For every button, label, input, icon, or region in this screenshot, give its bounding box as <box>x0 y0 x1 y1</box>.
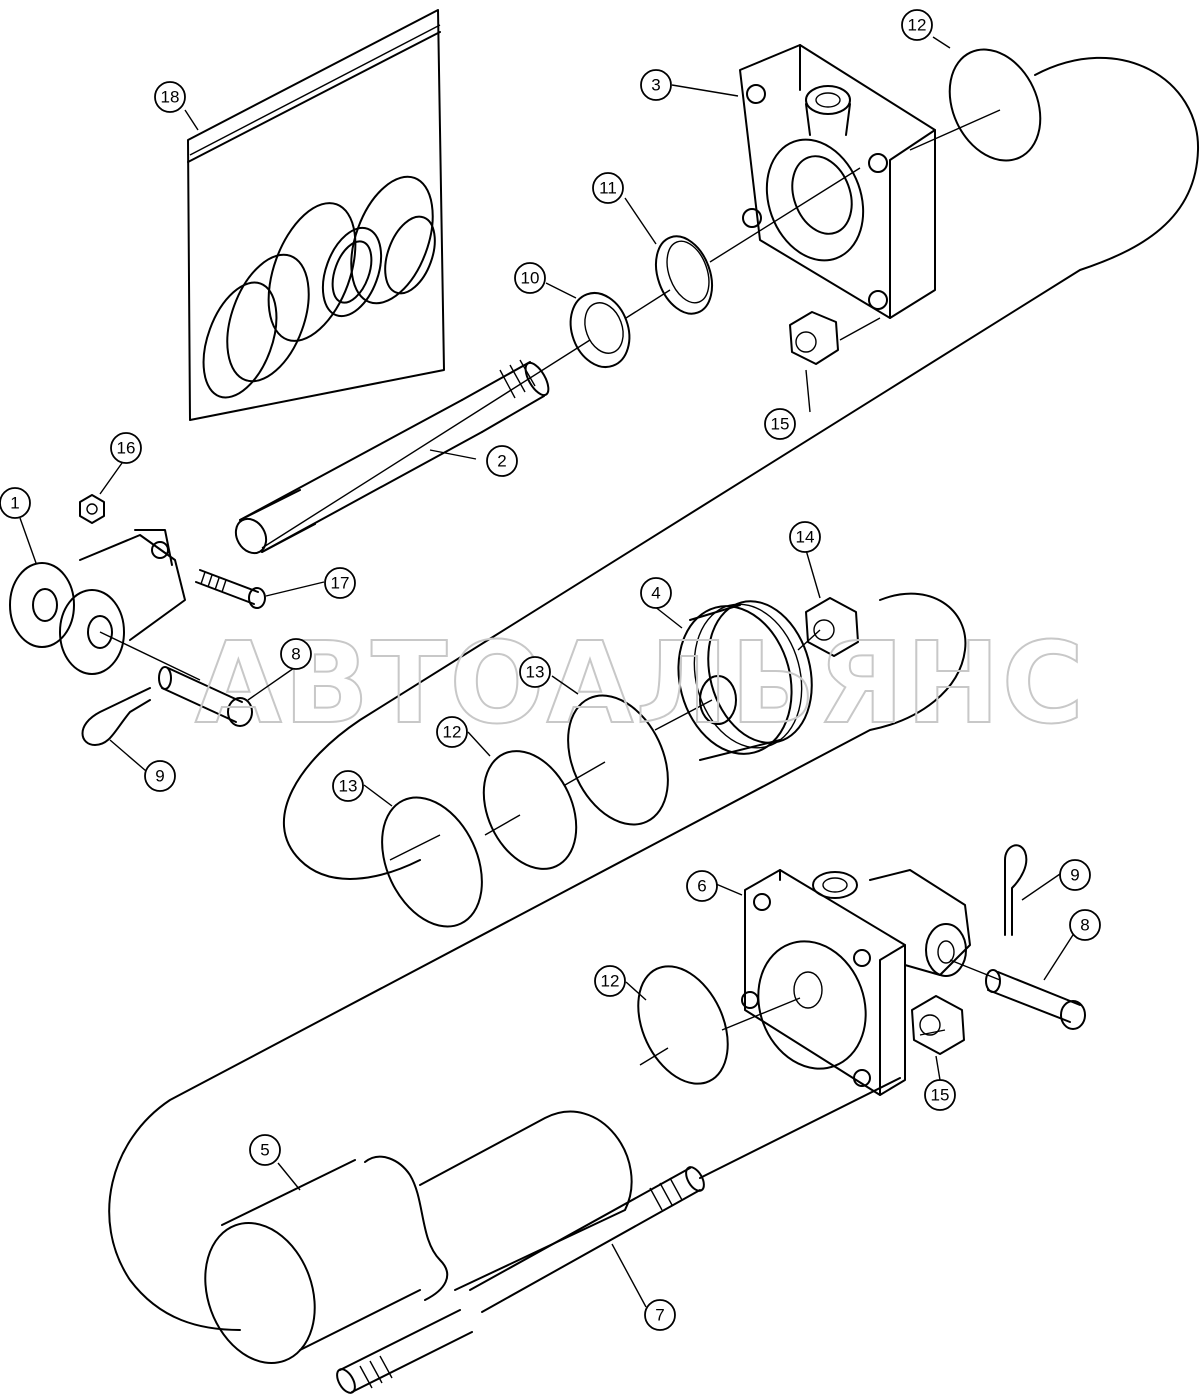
wiper-10 <box>569 292 631 368</box>
callout-5: 5 <box>249 1134 281 1166</box>
oring-12-middle <box>482 750 578 870</box>
callout-12-middle: 12 <box>436 716 468 748</box>
svg-text:12: 12 <box>601 972 620 991</box>
svg-text:13: 13 <box>526 663 545 682</box>
axis-line-upper <box>261 109 1001 549</box>
oring-12-top <box>948 48 1042 162</box>
callout-2: 2 <box>486 445 518 477</box>
svg-text:4: 4 <box>651 584 660 603</box>
piston-4 <box>677 600 813 761</box>
hair-pin-clip-lower <box>1004 844 1028 936</box>
seal-kit-bag <box>187 9 445 421</box>
svg-text:3: 3 <box>651 76 660 95</box>
callout-12-lower: 12 <box>594 965 626 997</box>
svg-text:2: 2 <box>497 452 506 471</box>
svg-text:5: 5 <box>260 1141 269 1160</box>
watermark: АВТОАЛЬЯНС <box>195 619 1086 749</box>
callout-11: 11 <box>592 172 624 204</box>
callout-9-upper: 9 <box>144 760 176 792</box>
nut-15-lower <box>911 995 965 1055</box>
callout-14: 14 <box>789 521 821 553</box>
oring-12-lower <box>637 965 729 1085</box>
svg-text:9: 9 <box>1070 866 1079 885</box>
svg-text:15: 15 <box>771 415 790 434</box>
axis-line-lower <box>639 959 1001 1066</box>
callout-13-lower: 13 <box>332 770 364 802</box>
svg-text:17: 17 <box>331 574 350 593</box>
callout-15-lower: 15 <box>924 1079 956 1111</box>
leader-lines <box>19 36 1081 1308</box>
clevis-pin-upper <box>158 666 253 727</box>
svg-text:10: 10 <box>521 269 540 288</box>
tie-rod <box>336 1077 901 1394</box>
callout-15-upper: 15 <box>764 408 796 440</box>
hair-pin-clip-upper <box>81 687 151 746</box>
svg-text:8: 8 <box>1080 916 1089 935</box>
svg-text:8: 8 <box>291 645 300 664</box>
nut-16 <box>79 494 105 524</box>
callout-13-middle: 13 <box>519 656 551 688</box>
callout-3: 3 <box>640 69 672 101</box>
svg-text:1: 1 <box>10 494 19 513</box>
axis-line-middle <box>99 629 821 861</box>
svg-text:12: 12 <box>908 16 927 35</box>
callout-1: 1 <box>0 487 31 519</box>
svg-text:18: 18 <box>161 88 180 107</box>
callout-8-upper: 8 <box>280 638 312 670</box>
svg-text:6: 6 <box>697 877 706 896</box>
cylinder-barrel <box>204 1110 633 1364</box>
callout-12-top: 12 <box>901 9 933 41</box>
cylinder-base <box>741 869 971 1096</box>
callout-9-lower: 9 <box>1059 859 1091 891</box>
svg-text:15: 15 <box>931 1086 950 1105</box>
piston-rod <box>234 359 550 555</box>
callout-18: 18 <box>154 81 186 113</box>
svg-text:16: 16 <box>117 439 136 458</box>
svg-text:12: 12 <box>443 723 462 742</box>
callout-6: 6 <box>686 870 718 902</box>
callout-17: 17 <box>324 567 356 599</box>
svg-text:9: 9 <box>155 767 164 786</box>
callout-7: 7 <box>644 1299 676 1331</box>
svg-text:11: 11 <box>599 179 617 198</box>
nut-14 <box>805 597 859 657</box>
assembly-loop-outline <box>282 57 1200 880</box>
callout-4: 4 <box>640 577 672 609</box>
svg-text:14: 14 <box>796 528 815 547</box>
oring-13-lower <box>381 796 483 928</box>
callout-10: 10 <box>514 262 546 294</box>
rod-clevis <box>9 529 186 675</box>
callout-8-lower: 8 <box>1069 909 1101 941</box>
bolt-17 <box>195 569 266 609</box>
callout-16: 16 <box>110 432 142 464</box>
head-gland <box>739 44 936 319</box>
assembly-loop-outline-lower <box>108 592 967 1331</box>
svg-text:13: 13 <box>339 777 358 796</box>
clevis-pin-lower <box>985 969 1086 1030</box>
oring-13-middle <box>567 694 669 826</box>
nut-15-upper <box>789 311 839 365</box>
svg-text:7: 7 <box>655 1306 664 1325</box>
seal-11 <box>654 235 714 315</box>
